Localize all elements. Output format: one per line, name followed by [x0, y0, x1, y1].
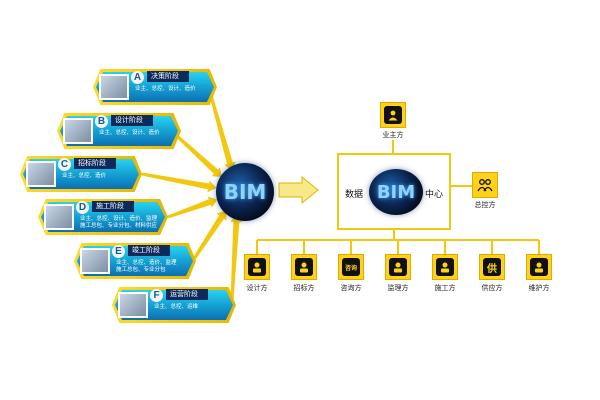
party-label: 招标方 — [293, 284, 315, 292]
party-label: 设计方 — [246, 284, 268, 292]
stage-letter: A — [131, 71, 144, 84]
stage-desc-line: 业主、总控、设计、造价、监理 — [80, 216, 158, 222]
stage-desc-line: 施工总包、专业分包 — [116, 267, 166, 273]
stage-title: 竣工阶段 — [128, 245, 170, 256]
data-center-right-label: 中心 — [425, 190, 444, 200]
stage-title: 设计阶段 — [111, 115, 153, 126]
gavel-icon — [295, 258, 313, 276]
stage-desc: 业主、总控、运维 — [154, 304, 198, 311]
party-node-2: 咨询 — [338, 254, 364, 280]
stage-title: 施工阶段 — [92, 201, 134, 212]
stage-title: 招标阶段 — [74, 158, 116, 169]
stage-letter: F — [150, 289, 163, 302]
stage-arrow-2 — [141, 172, 217, 193]
stage-desc-line: 施工总包、专业分包、材料供应 — [80, 223, 158, 229]
stage-photo — [80, 248, 110, 274]
general-label: 总控方 — [474, 201, 496, 209]
party-glyph: 供 — [487, 263, 497, 275]
helmet-icon — [389, 258, 407, 276]
stage-desc-line: 业主、总控、造价、监理 — [116, 260, 177, 266]
stage-letter: D — [76, 201, 89, 214]
party-node-6 — [526, 254, 552, 280]
data-center-left-label: 数据 — [345, 190, 364, 200]
stage-photo — [44, 204, 74, 230]
party-label: 维护方 — [528, 284, 550, 292]
left-bim-sphere: BIM — [216, 163, 274, 221]
stage-photo — [63, 118, 93, 144]
owner-node — [380, 102, 406, 128]
data-center-box: 数据 BIM 中心 — [337, 153, 451, 230]
party-label: 施工方 — [434, 284, 456, 292]
owner-label: 业主方 — [382, 131, 404, 139]
stage-arrow-4 — [190, 210, 227, 263]
stage-photo — [99, 74, 129, 100]
group-icon — [476, 176, 494, 194]
party-node-5: 供 — [479, 254, 505, 280]
maintenance-icon — [530, 258, 548, 276]
stage-desc: 业主、总控、造价 — [62, 173, 106, 180]
stage-desc: 业主、总控、设计、造价 — [135, 86, 196, 93]
party-label: 供应方 — [481, 284, 503, 292]
gear-icon — [436, 258, 454, 276]
stage-title: 决策阶段 — [147, 71, 189, 82]
stage-arrow-3 — [167, 196, 218, 219]
stage-photo — [118, 292, 148, 318]
stage-desc: 业主、总控、造价、监理施工总包、专业分包 — [116, 260, 177, 274]
person-icon — [384, 106, 402, 124]
party-node-4 — [432, 254, 458, 280]
consult-icon: 咨询 — [342, 258, 360, 276]
party-node-3 — [385, 254, 411, 280]
party-label: 咨询方 — [340, 284, 362, 292]
stage-letter: B — [95, 115, 108, 128]
stage-letter: E — [112, 245, 125, 258]
stage-title: 运营阶段 — [166, 289, 208, 300]
stage-arrow-1 — [174, 133, 222, 178]
stage-desc-line: 业主、总控、设计、造价 — [135, 86, 196, 92]
stage-letter: C — [58, 158, 71, 171]
center-bim-text: BIM — [376, 181, 416, 203]
general-node — [472, 172, 498, 198]
stage-desc: 业主、总控、设计、造价 — [99, 130, 160, 137]
designer-icon — [248, 258, 266, 276]
party-glyph: 咨询 — [344, 264, 357, 272]
party-node-0 — [244, 254, 270, 280]
supply-icon: 供 — [483, 258, 501, 276]
stage-arrow-0 — [208, 91, 236, 171]
stage-desc-line: 业主、总控、设计、造价 — [99, 130, 160, 136]
stage-desc: 业主、总控、设计、造价、监理施工总包、专业分包、材料供应 — [80, 216, 157, 230]
stage-desc-line: 业主、总控、造价 — [62, 173, 107, 179]
stage-photo — [26, 161, 56, 187]
party-node-1 — [291, 254, 317, 280]
stage-desc-line: 业主、总控、运维 — [154, 304, 199, 310]
left-bim-text: BIM — [223, 180, 267, 204]
main-arrow — [278, 175, 319, 205]
center-bim-sphere: BIM — [369, 169, 423, 215]
party-label: 监理方 — [387, 284, 409, 292]
stage-arrow-5 — [230, 213, 243, 301]
